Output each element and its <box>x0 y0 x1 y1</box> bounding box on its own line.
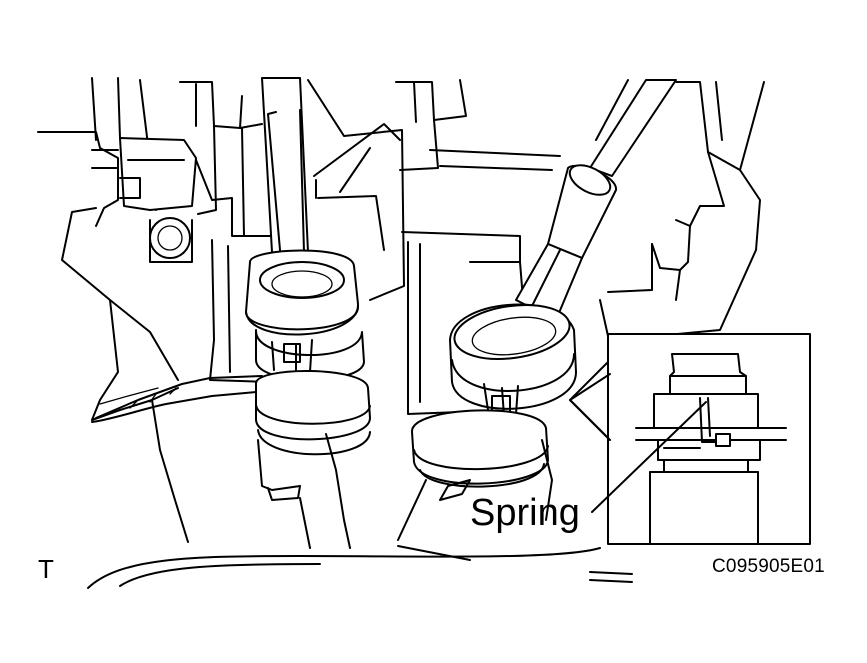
figure-code: C095905E01 <box>712 556 825 577</box>
shift-housing <box>179 79 405 383</box>
right-bracket-plate <box>395 79 561 415</box>
floor-panel <box>87 545 633 589</box>
left-cable-boot <box>245 77 371 549</box>
left-bracket <box>37 77 197 543</box>
orientation-mark: T <box>38 554 54 584</box>
spring-leader-line <box>591 401 707 513</box>
right-cable <box>397 79 677 541</box>
wire-harness-strap <box>91 375 263 423</box>
spring-label: Spring <box>470 492 580 534</box>
right-housing <box>599 81 765 337</box>
detail-inset <box>569 333 811 545</box>
